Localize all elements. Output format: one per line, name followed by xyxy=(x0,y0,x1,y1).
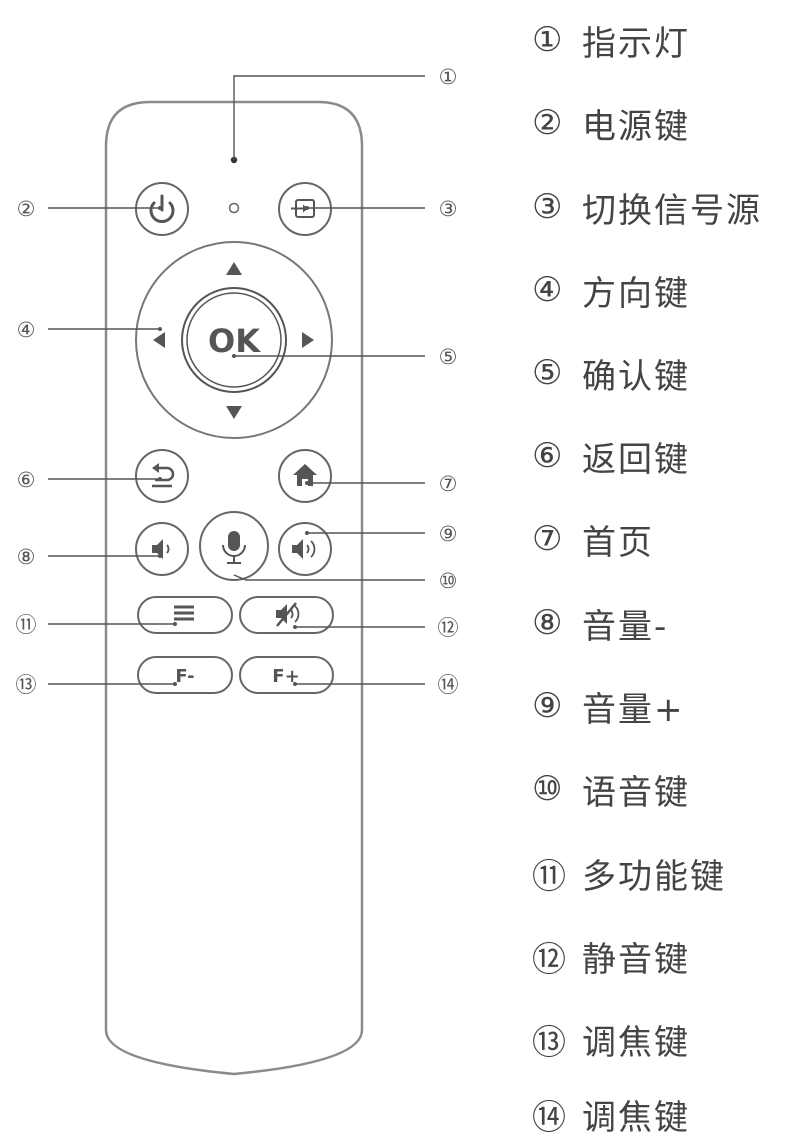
legend-item: ⑦ 首页 xyxy=(532,509,654,569)
ok-button[interactable]: OK xyxy=(181,287,287,393)
legend-label: 调焦键 xyxy=(582,1022,690,1063)
menu-button[interactable] xyxy=(137,596,233,634)
callout-4: ④ xyxy=(17,318,36,342)
power-icon xyxy=(149,194,175,223)
legend-item: ④ 方向键 xyxy=(532,260,690,320)
legend-label: 指示灯 xyxy=(582,23,690,64)
legend-label: 静音键 xyxy=(582,939,690,980)
legend-item: ⑬ 调焦键 xyxy=(532,1009,690,1069)
legend-item: ⑩ 语音键 xyxy=(532,759,690,819)
legend-number: ① xyxy=(532,20,563,60)
leader-dots xyxy=(158,206,309,686)
back-icon xyxy=(152,463,175,488)
ir-window xyxy=(228,202,240,214)
legend-number: ⑪ xyxy=(532,856,566,897)
legend-label: 切换信号源 xyxy=(582,190,762,231)
legend-item: ⑭ 调焦键 xyxy=(532,1084,690,1144)
volume-up-icon xyxy=(292,539,316,559)
left-arrow-icon[interactable] xyxy=(153,332,165,348)
callout-5: ⑤ xyxy=(439,345,458,369)
up-arrow-icon[interactable] xyxy=(226,262,242,275)
legend-label: 方向键 xyxy=(582,273,690,314)
mute-icon xyxy=(276,602,300,627)
focus-minus-button[interactable]: F- xyxy=(137,656,233,694)
legend-number: ⑥ xyxy=(532,436,563,476)
power-button[interactable] xyxy=(135,182,189,236)
callout-11: ⑪ xyxy=(16,613,37,637)
legend-label: 返回键 xyxy=(582,439,690,480)
legend-item: ⑨ 音量+ xyxy=(532,676,685,736)
legend-label: 多功能键 xyxy=(582,856,726,897)
legend-label: 音量- xyxy=(582,606,669,647)
callout-14: ⑭ xyxy=(438,673,459,697)
legend-number: ⑨ xyxy=(532,686,563,726)
callout-8: ⑧ xyxy=(17,545,36,569)
legend-number: ⑭ xyxy=(532,1097,566,1138)
callout-9: ⑨ xyxy=(439,522,458,546)
focus-minus-label: F- xyxy=(175,666,194,687)
down-arrow-icon[interactable] xyxy=(226,406,242,419)
legend-item: ⑧ 音量- xyxy=(532,593,668,653)
legend-item: ② 电源键 xyxy=(532,93,690,153)
callout-12: ⑫ xyxy=(438,616,459,640)
focus-plus-label: F+ xyxy=(272,666,299,687)
volume-up-button[interactable] xyxy=(278,522,332,576)
legend-item: ③ 切换信号源 xyxy=(532,177,762,237)
legend-label: 电源键 xyxy=(582,106,690,147)
microphone-icon xyxy=(222,531,246,564)
leader-lines xyxy=(48,75,425,685)
input-source-button[interactable] xyxy=(278,182,332,236)
legend-number: ⑬ xyxy=(532,1022,566,1063)
ok-label: OK xyxy=(208,322,261,360)
callout-7: ⑦ xyxy=(439,472,458,496)
legend-item: ⑤ 确认键 xyxy=(532,343,690,403)
callout-10: ⑩ xyxy=(439,569,458,593)
callout-13: ⑬ xyxy=(16,673,37,697)
legend-label: 调焦键 xyxy=(582,1097,690,1138)
legend-item: ⑫ 静音键 xyxy=(532,926,690,986)
legend-number: ⑤ xyxy=(532,353,563,393)
legend-number: ⑧ xyxy=(532,603,563,643)
legend-item: ① 指示灯 xyxy=(532,10,690,70)
home-icon xyxy=(293,464,317,486)
legend-label: 确认键 xyxy=(582,356,690,397)
focus-plus-button[interactable]: F+ xyxy=(239,656,334,694)
home-button[interactable] xyxy=(278,449,332,503)
legend-item: ⑪ 多功能键 xyxy=(532,843,726,903)
callout-1: ① xyxy=(439,65,458,89)
legend-number: ③ xyxy=(532,187,563,227)
legend-label: 首页 xyxy=(582,522,654,563)
legend-number: ⑫ xyxy=(532,939,566,980)
callout-2: ② xyxy=(17,197,36,221)
menu-icon xyxy=(174,605,194,621)
legend-label: 语音键 xyxy=(582,772,690,813)
legend-number: ④ xyxy=(532,270,563,310)
callout-3: ③ xyxy=(439,197,458,221)
callout-6: ⑥ xyxy=(17,468,36,492)
legend-item: ⑥ 返回键 xyxy=(532,426,690,486)
voice-button[interactable] xyxy=(199,511,269,581)
legend-number: ② xyxy=(532,103,563,143)
right-arrow-icon[interactable] xyxy=(302,332,314,348)
legend-number: ⑦ xyxy=(532,519,563,559)
back-button[interactable] xyxy=(135,449,189,503)
volume-down-icon xyxy=(152,539,170,559)
legend-number: ⑩ xyxy=(532,769,563,809)
mute-button[interactable] xyxy=(239,596,334,634)
legend-label: 音量+ xyxy=(582,689,685,730)
volume-down-button[interactable] xyxy=(135,522,189,576)
